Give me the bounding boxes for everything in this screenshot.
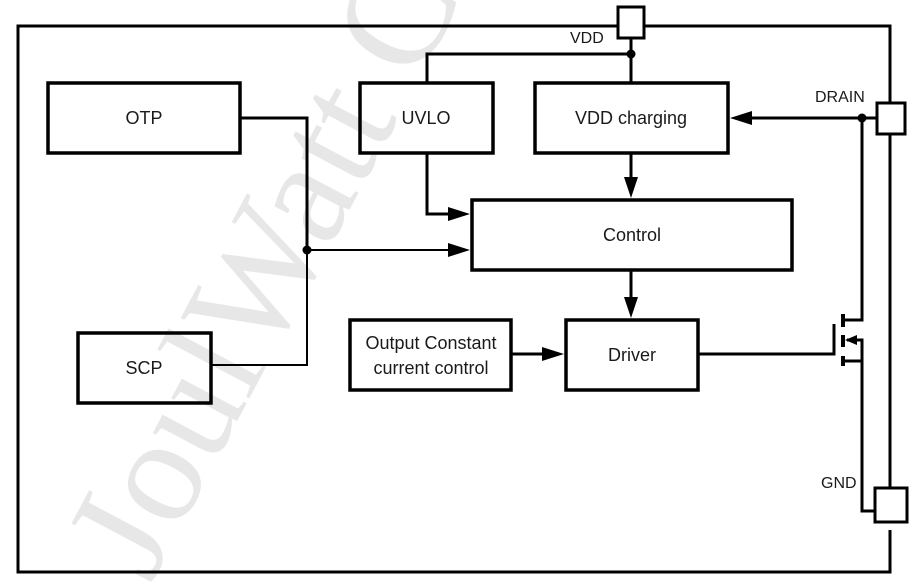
wire-mosfet-drain	[843, 118, 864, 322]
scp-block	[76, 331, 213, 405]
scp-label: SCP	[125, 358, 162, 378]
uvlo-label: UVLO	[401, 108, 450, 128]
driver-label: Driver	[608, 345, 656, 365]
vdd-pin-label: VDD	[570, 30, 604, 47]
mosfet-symbol	[698, 118, 875, 513]
occ-label-line1: Output Constant	[365, 333, 496, 353]
arrow-otp-scp-control	[448, 243, 470, 257]
wire-scp	[211, 250, 308, 366]
output-constant-current-control-block	[348, 318, 513, 392]
junction-vdd	[626, 49, 636, 59]
wire-vdd-uvlo	[425, 52, 631, 82]
drain-pin-label: DRAIN	[815, 89, 865, 106]
vdd-charging-label: VDD charging	[575, 108, 687, 128]
otp-label: OTP	[125, 108, 162, 128]
gnd-pin-label: GND	[821, 475, 857, 492]
drain-pin	[875, 101, 907, 136]
vdd-pin	[616, 5, 646, 40]
arrow-mosfet-body	[845, 335, 857, 345]
chip-outline	[16, 24, 892, 574]
wire-driver-gate	[698, 324, 836, 356]
arrow-drain-vddchg	[730, 111, 752, 125]
arrow-vddchg-control	[624, 177, 638, 198]
wire-mosfet-body	[843, 338, 864, 363]
arrow-occ-driver	[542, 347, 564, 361]
control-label: Control	[603, 225, 661, 245]
occ-label-line2: current control	[373, 358, 488, 378]
wire-otp	[240, 116, 309, 250]
gnd-pin	[873, 486, 909, 524]
arrow-uvlo-control	[448, 207, 470, 221]
wire-uvlo-control	[425, 153, 452, 216]
wire-mosfet-source-gnd	[860, 361, 875, 513]
arrow-control-driver	[624, 297, 638, 318]
